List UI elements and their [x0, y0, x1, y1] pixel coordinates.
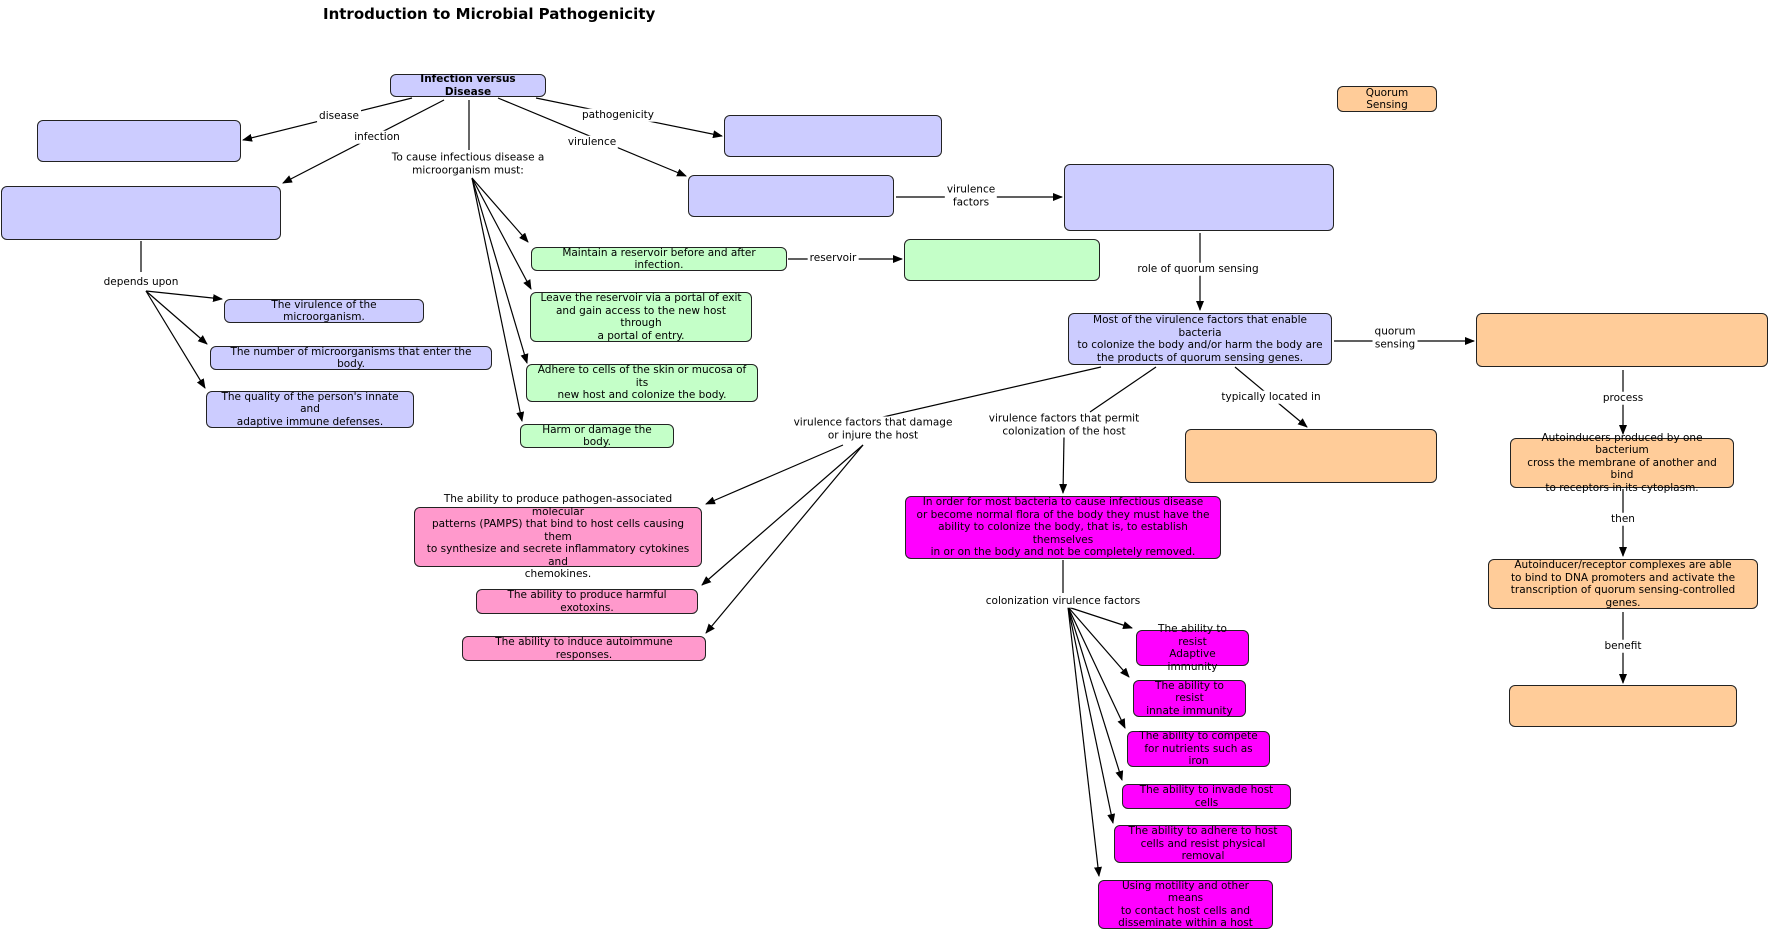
label-disease: disease	[317, 109, 361, 123]
label-depends-upon: depends upon	[101, 275, 181, 289]
node-motility: Using motility and other means to contac…	[1098, 880, 1273, 929]
node-virulence-factors-blank	[1064, 164, 1334, 231]
node-quorum-sensing: Quorum Sensing	[1337, 86, 1437, 112]
label-virulence: virulence	[565, 135, 619, 149]
label-infection: infection	[352, 130, 402, 144]
node-resist-adaptive: The ability to resist Adaptive immunity	[1136, 623, 1249, 673]
node-quorum-sensing-blank	[1476, 313, 1768, 367]
node-benefit-blank	[1509, 685, 1737, 727]
label-then: then	[1609, 512, 1637, 526]
label-colonization-virulence-factors: colonization virulence factors	[983, 594, 1143, 608]
label-pathogenicity: pathogenicity	[579, 108, 657, 122]
node-number-of-microorganisms: The number of microorganisms that enter …	[210, 346, 492, 370]
node-pathogenicity-blank	[724, 115, 942, 157]
node-quorum-genes: Most of the virulence factors that enabl…	[1068, 313, 1332, 365]
node-leave-reservoir: Leave the reservoir via a portal of exit…	[530, 292, 752, 342]
label-role-of-quorum-sensing: role of quorum sensing	[1135, 262, 1261, 276]
node-colonize: In order for most bacteria to cause infe…	[905, 496, 1221, 559]
node-harm-body: Harm or damage the body.	[520, 424, 674, 448]
node-resist-innate: The ability to resist innate immunity	[1133, 680, 1246, 717]
node-adhere-host: The ability to adhere to host cells and …	[1114, 825, 1292, 863]
node-complexes: Autoinducer/receptor complexes are able …	[1488, 559, 1758, 609]
label-virulence-factors: virulence factors	[944, 183, 998, 209]
label-reservoir: reservoir	[807, 251, 859, 265]
node-quality-defenses: The quality of the person's innate and a…	[206, 391, 414, 428]
node-pamps: The ability to produce pathogen-associat…	[414, 493, 702, 580]
page-title: Introduction to Microbial Pathogenicity	[323, 5, 656, 23]
node-reservoir-blank	[904, 239, 1100, 281]
label-process: process	[1600, 391, 1646, 405]
node-autoinducers: Autoinducers produced by one bacterium c…	[1510, 432, 1734, 494]
node-exotoxins: The ability to produce harmful exotoxins…	[476, 589, 698, 614]
label-benefit: benefit	[1602, 639, 1644, 653]
node-compete-nutrients: The ability to compete for nutrients suc…	[1127, 730, 1270, 767]
node-maintain-reservoir: Maintain a reservoir before and after in…	[531, 247, 787, 271]
node-adhere-cells: Adhere to cells of the skin or mucosa of…	[526, 364, 758, 402]
node-located-blank	[1185, 429, 1437, 483]
label-to-cause: To cause infectious disease a microorgan…	[389, 151, 547, 177]
label-damage-host: virulence factors that damage or injure …	[791, 416, 955, 442]
label-quorum-sensing: quorum sensing	[1372, 325, 1418, 351]
node-infection-versus-disease: Infection versus Disease	[390, 73, 546, 98]
node-virulence-blank	[688, 175, 894, 217]
label-typically-located-in: typically located in	[1219, 390, 1323, 404]
node-disease-blank	[37, 120, 241, 162]
node-virulence-of-microorganism: The virulence of the microorganism.	[224, 299, 424, 323]
node-autoimmune: The ability to induce autoimmune respons…	[462, 636, 706, 661]
node-infection-blank	[1, 186, 281, 240]
label-permit-colonization: virulence factors that permit colonizati…	[986, 412, 1142, 438]
node-invade-host: The ability to invade host cells	[1122, 784, 1291, 809]
